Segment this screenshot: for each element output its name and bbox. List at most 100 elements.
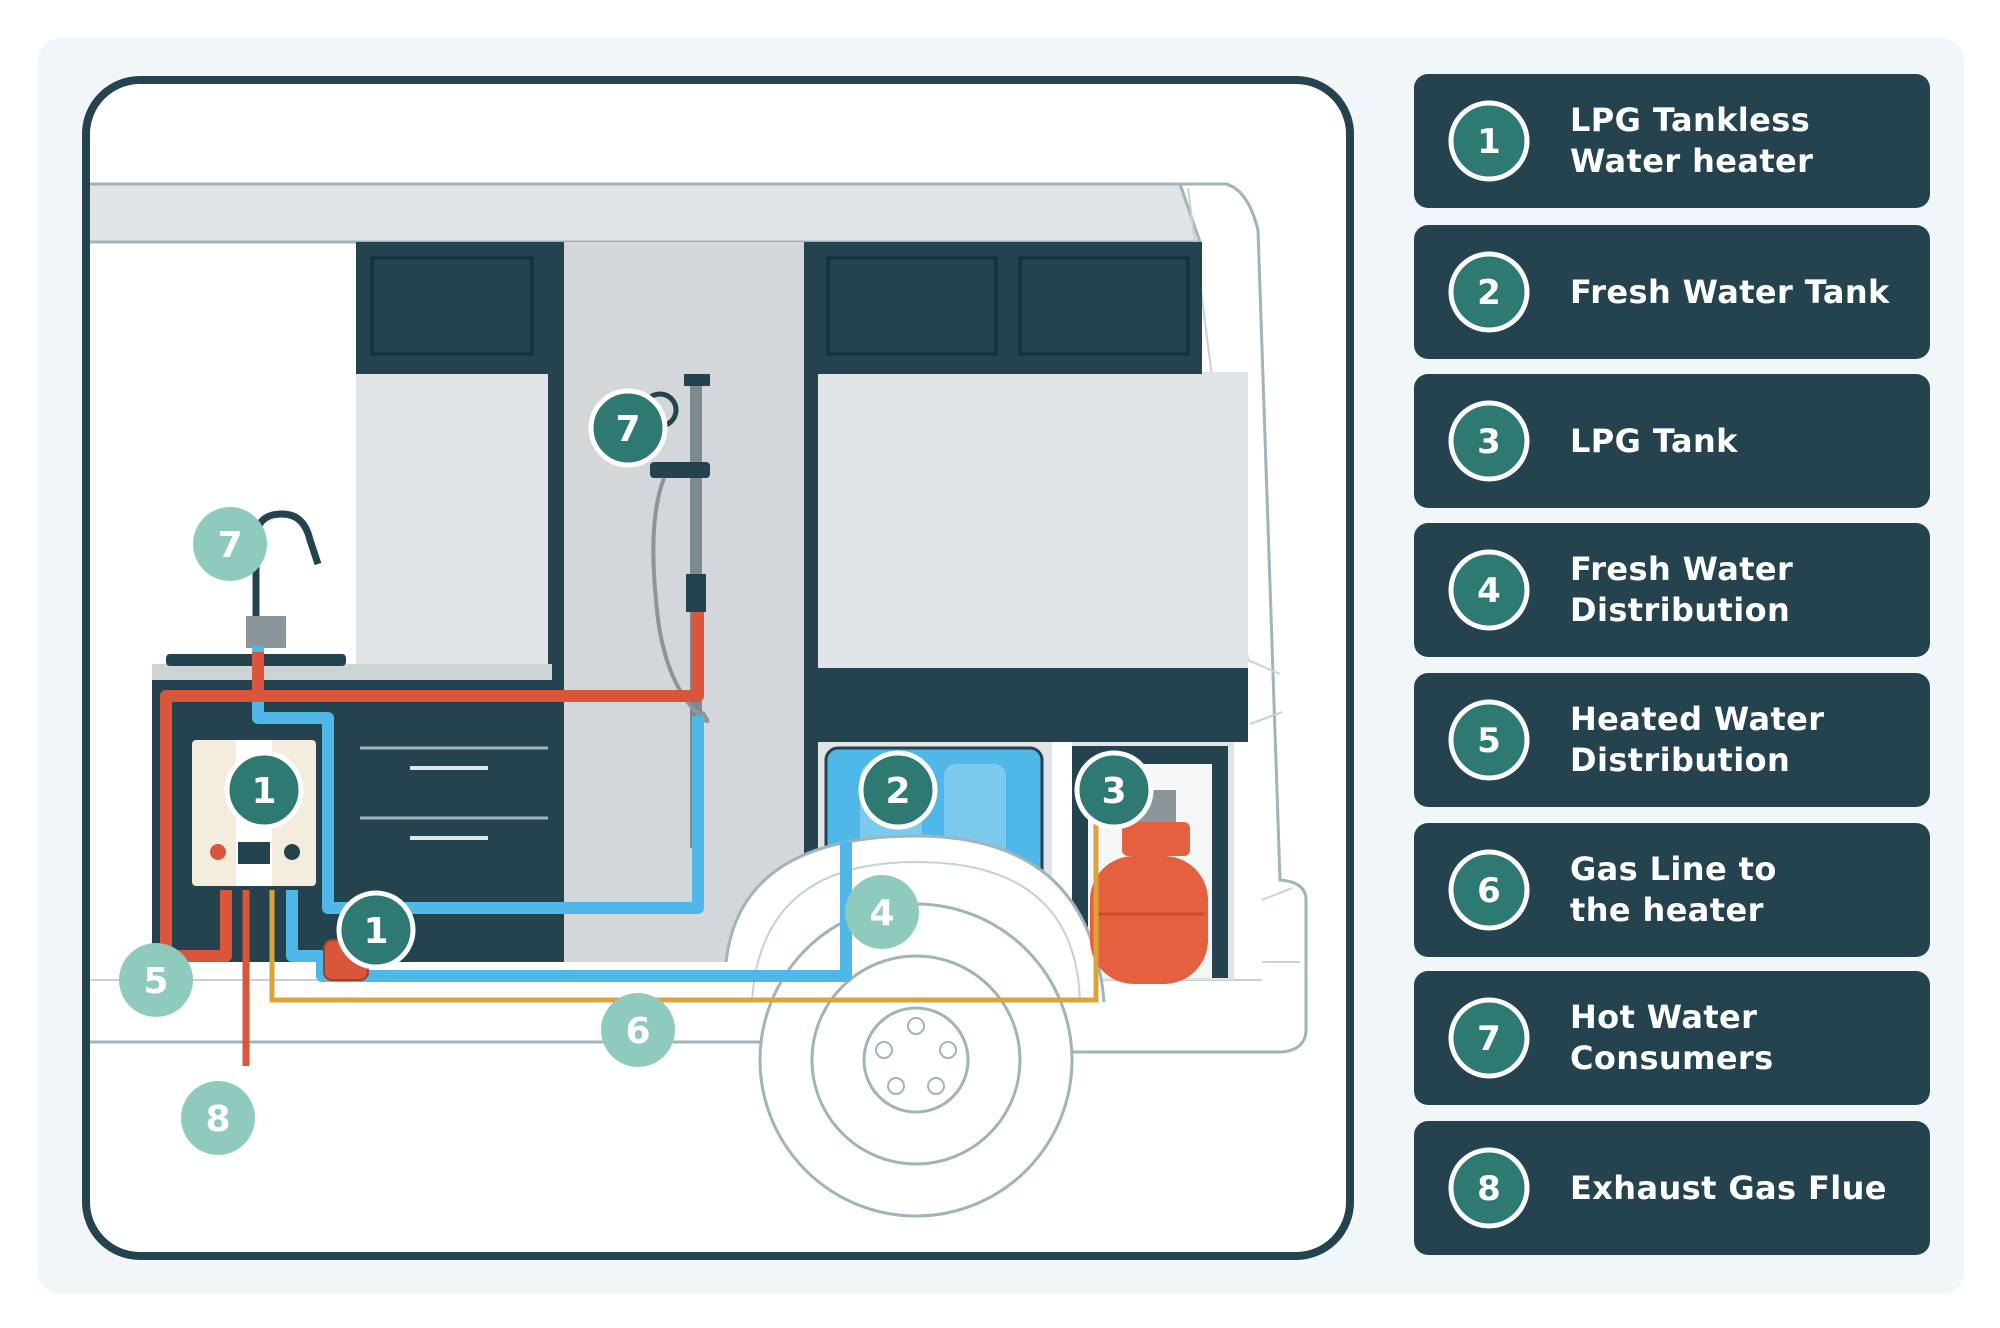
callout-marker-number: 4	[869, 893, 894, 934]
shower-hose	[651, 477, 710, 724]
wheel-tire	[758, 902, 1074, 1218]
legend-item: 4 Fresh Water Distribution	[1414, 523, 1930, 657]
legend-item-graphic: 1	[1414, 74, 1930, 208]
legend-card-background	[1414, 673, 1930, 807]
callout-marker-circle	[858, 750, 938, 830]
legend-item: 1 LPG Tankless Water heater	[1414, 74, 1930, 208]
legend-number: 7	[1477, 1019, 1501, 1059]
callout-marker-circle	[336, 890, 416, 970]
legend-item-graphic: 4	[1414, 523, 1930, 657]
legend-number-badge	[1448, 251, 1530, 333]
legend-card-background	[1414, 1121, 1930, 1255]
legend-number-badge	[1448, 400, 1530, 482]
marker-layer: 1 1 2 3 4 5 6 7 7 8	[119, 388, 1154, 1155]
legend-label: Hot Water Consumers	[1570, 998, 1774, 1077]
legend-item: 2 Fresh Water Tank	[1414, 225, 1930, 359]
callout-marker-number: 7	[217, 525, 242, 566]
legend-label: Exhaust Gas Flue	[1570, 1168, 1887, 1207]
shower-cubicle	[560, 242, 808, 962]
legend-label: Gas Line to the heater	[1570, 850, 1777, 929]
van-front-lines	[1249, 711, 1300, 963]
legend-item: 6 Gas Line to the heater	[1414, 823, 1930, 957]
legend-item-graphic: 2	[1414, 225, 1930, 359]
legend-card-background	[1414, 523, 1930, 657]
callout-marker-circle	[119, 943, 193, 1017]
legend-number-badge	[1448, 100, 1530, 182]
overhead-cabinet-right-door-1	[826, 256, 998, 356]
shower-rail-top	[684, 374, 710, 386]
legend-card-background	[1414, 374, 1930, 508]
overhead-cabinet-left	[356, 242, 562, 374]
van-roof	[88, 182, 1203, 244]
callout-marker-number: 3	[1101, 771, 1126, 812]
legend-card-background	[1414, 225, 1930, 359]
shower-mixer	[686, 574, 706, 612]
overhead-cabinet-left-door	[370, 256, 534, 356]
callout-marker-number: 5	[143, 961, 168, 1002]
callout-marker-number: 7	[615, 409, 640, 450]
legend-item-graphic: 7	[1414, 971, 1930, 1105]
overhead-cabinet-right	[810, 242, 1202, 374]
lower-storage-band	[816, 668, 1248, 742]
legend-item-graphic: 5	[1414, 673, 1930, 807]
callout-marker-heated-distribution: 5	[119, 943, 193, 1017]
legend-item: 8 Exhaust Gas Flue	[1414, 1121, 1930, 1255]
callout-marker-heater: 1	[224, 750, 304, 830]
legend-number: 1	[1477, 122, 1501, 162]
legend-item-graphic: 3	[1414, 374, 1930, 508]
callout-marker-number: 2	[885, 771, 910, 812]
diagram-frame	[82, 76, 1354, 1260]
wheel-rim	[810, 954, 1022, 1166]
faucet-valve	[246, 616, 286, 648]
callout-marker-circle	[588, 388, 668, 468]
callout-marker-number: 1	[363, 911, 388, 952]
legend-number-badge	[1448, 997, 1530, 1079]
legend-number-badge	[1448, 849, 1530, 931]
wheel-arch-inner	[751, 860, 1081, 1003]
legend-item-graphic: 8	[1414, 1121, 1930, 1255]
legend-number: 4	[1477, 571, 1501, 611]
callout-marker-circle	[181, 1081, 255, 1155]
legend-label: Heated Water Distribution	[1570, 700, 1825, 779]
shower-handle-holder	[650, 462, 710, 478]
callout-marker-shower: 7	[588, 388, 668, 468]
callout-marker-circle	[224, 750, 304, 830]
legend-card-background	[1414, 823, 1930, 957]
legend-number-badge	[1448, 549, 1530, 631]
cold-water-line	[252, 646, 852, 982]
callout-marker-sink-faucet: 7	[193, 507, 267, 581]
interior-wall-right	[818, 372, 1248, 668]
callout-marker-circle	[601, 993, 675, 1067]
legend-item: 5 Heated Water Distribution	[1414, 673, 1930, 807]
legend-item: 7 Hot Water Consumers	[1414, 971, 1930, 1105]
legend-label: LPG Tank	[1570, 421, 1738, 460]
legend-number: 5	[1477, 721, 1501, 761]
wheel-hub	[862, 1006, 970, 1114]
legend-number: 8	[1477, 1169, 1501, 1209]
legend-card-background	[1414, 971, 1930, 1105]
legend-number: 6	[1477, 871, 1501, 911]
callout-marker-number: 1	[251, 771, 276, 812]
legend-number-badge	[1448, 1147, 1530, 1229]
callout-marker-circle	[845, 875, 919, 949]
callout-marker-number: 6	[625, 1011, 650, 1052]
legend-label: Fresh Water Distribution	[1570, 550, 1794, 629]
legend-card-background	[1414, 74, 1930, 208]
callout-marker-lpg-tank: 3	[1074, 750, 1154, 830]
callout-marker-circle	[1074, 750, 1154, 830]
legend-number: 2	[1477, 273, 1501, 313]
callout-marker-fresh-distribution: 4	[845, 875, 919, 949]
overhead-cabinet-right-door-2	[1018, 256, 1190, 356]
callout-marker-number: 8	[205, 1099, 230, 1140]
callout-marker-heater-outlet: 1	[336, 890, 416, 970]
legend-number-badge	[1448, 699, 1530, 781]
callout-marker-flue: 8	[181, 1081, 255, 1155]
legend-item: 3 LPG Tank	[1414, 374, 1930, 508]
callout-marker-fresh-tank: 2	[858, 750, 938, 830]
legend-label: LPG Tankless Water heater	[1570, 101, 1814, 180]
callout-marker-gas-line: 6	[601, 993, 675, 1067]
legend-label: Fresh Water Tank	[1570, 272, 1890, 311]
legend-number: 3	[1477, 422, 1501, 462]
shower-frame-right	[804, 242, 818, 962]
